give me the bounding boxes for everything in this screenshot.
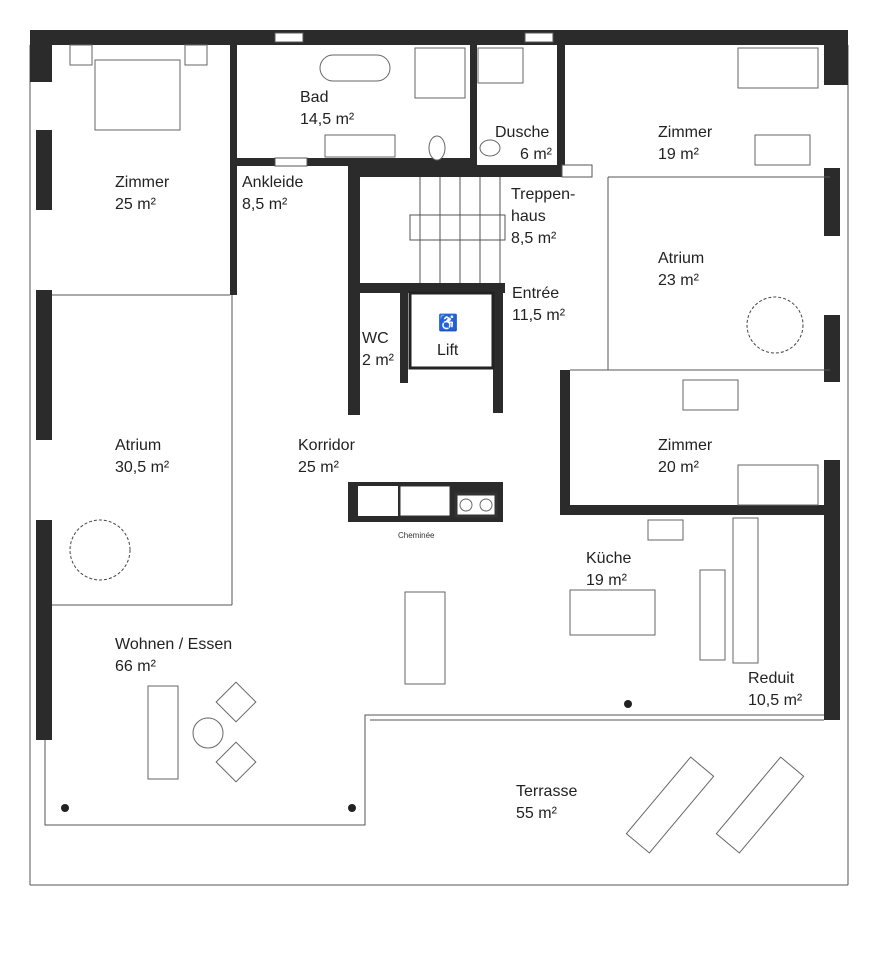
terrace-outline xyxy=(29,45,849,886)
room-area-zimmer-20: 20 m² xyxy=(658,459,700,476)
room-area-korridor: 25 m² xyxy=(298,459,340,476)
room-name-treppenhaus-1: Treppen- xyxy=(511,186,575,203)
lift-cabin: ♿ xyxy=(408,291,495,370)
room-area-dusche: 6 m² xyxy=(520,146,553,163)
room-name-dusche: Dusche xyxy=(495,124,549,141)
room-area-reduit: 10,5 m² xyxy=(748,692,803,709)
room-area-wc: 2 m² xyxy=(362,352,395,369)
room-area-wohnen: 66 m² xyxy=(115,658,157,675)
room-name-bad: Bad xyxy=(300,89,328,106)
room-name-korridor: Korridor xyxy=(298,437,356,454)
room-area-entree: 11,5 m² xyxy=(512,307,566,324)
room-area-zimmer-25: 25 m² xyxy=(115,196,157,213)
furniture xyxy=(52,44,830,854)
stairs xyxy=(409,177,506,283)
room-name-atrium-30: Atrium xyxy=(115,437,161,454)
room-area-ankleide: 8,5 m² xyxy=(242,196,288,213)
room-name-zimmer-25: Zimmer xyxy=(115,174,170,191)
room-area-terrasse: 55 m² xyxy=(516,805,558,822)
room-name-atrium-23: Atrium xyxy=(658,250,704,267)
room-name-wc: WC xyxy=(362,330,389,347)
room-name-ankleide: Ankleide xyxy=(242,174,303,191)
room-area-atrium-30: 30,5 m² xyxy=(115,459,170,476)
walls xyxy=(30,30,848,740)
room-area-bad: 14,5 m² xyxy=(300,111,355,128)
room-name-zimmer-20: Zimmer xyxy=(658,437,713,454)
room-name-lift: Lift xyxy=(437,342,459,359)
wheelchair-icon: ♿ xyxy=(438,313,458,332)
room-area-treppenhaus: 8,5 m² xyxy=(511,230,557,247)
tree-icon xyxy=(69,296,804,581)
room-area-atrium-23: 23 m² xyxy=(658,272,700,289)
room-name-entree: Entrée xyxy=(512,285,559,302)
room-name-reduit: Reduit xyxy=(748,670,795,687)
room-name-treppenhaus-2: haus xyxy=(511,208,546,225)
room-name-wohnen: Wohnen / Essen xyxy=(115,636,232,653)
fixture-cheminee: Cheminée xyxy=(398,531,435,540)
room-area-zimmer-19: 19 m² xyxy=(658,146,700,163)
room-area-kueche: 19 m² xyxy=(586,572,628,589)
room-name-terrasse: Terrasse xyxy=(516,783,577,800)
room-name-kueche: Küche xyxy=(586,550,631,567)
room-name-zimmer-19: Zimmer xyxy=(658,124,713,141)
